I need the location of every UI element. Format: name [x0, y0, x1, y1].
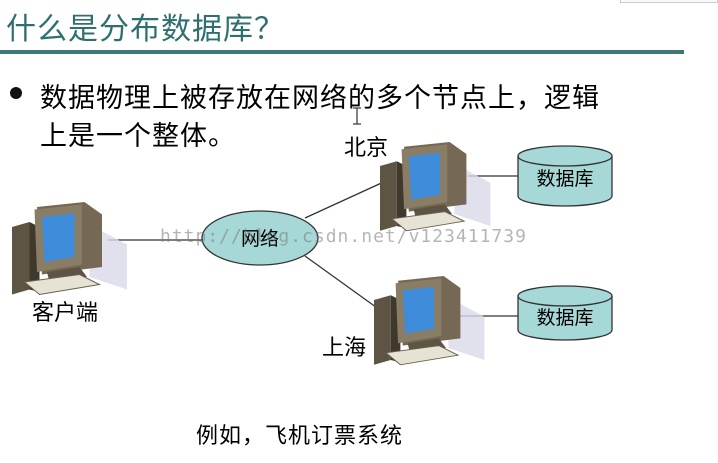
client-label: 客户端 — [32, 301, 99, 326]
text-cursor-icon — [353, 107, 361, 125]
db-beijing-cylinder: 数据库 — [517, 145, 613, 207]
watermark-url: http://blog.csdn.net/v123411739 — [160, 226, 527, 247]
shanghai-computer-icon — [373, 275, 485, 366]
beijing-label: 北京 — [344, 136, 389, 161]
db-beijing-label: 数据库 — [536, 168, 593, 190]
network-node — [201, 210, 319, 266]
bullet-dot — [10, 87, 22, 99]
slide-title: 什么是分布数据库？ — [6, 12, 285, 47]
title-divider — [0, 50, 684, 54]
link-network-shanghai — [304, 255, 381, 311]
link-network-beijing — [304, 179, 389, 219]
client-computer-icon — [11, 201, 128, 295]
db-shanghai-cylinder: 数据库 — [517, 285, 613, 341]
example-caption: 例如，飞机订票系统 — [196, 424, 404, 449]
network-label: 网络 — [241, 228, 279, 250]
shanghai-label: 上海 — [322, 336, 367, 361]
beijing-computer-icon — [379, 141, 491, 232]
db-shanghai-label: 数据库 — [536, 307, 593, 329]
bullet-text-line-2: 上是一个整体。 — [40, 121, 236, 152]
bullet-text-line-1: 数据物理上被存放在网络的多个节点上，逻辑 — [40, 83, 600, 114]
